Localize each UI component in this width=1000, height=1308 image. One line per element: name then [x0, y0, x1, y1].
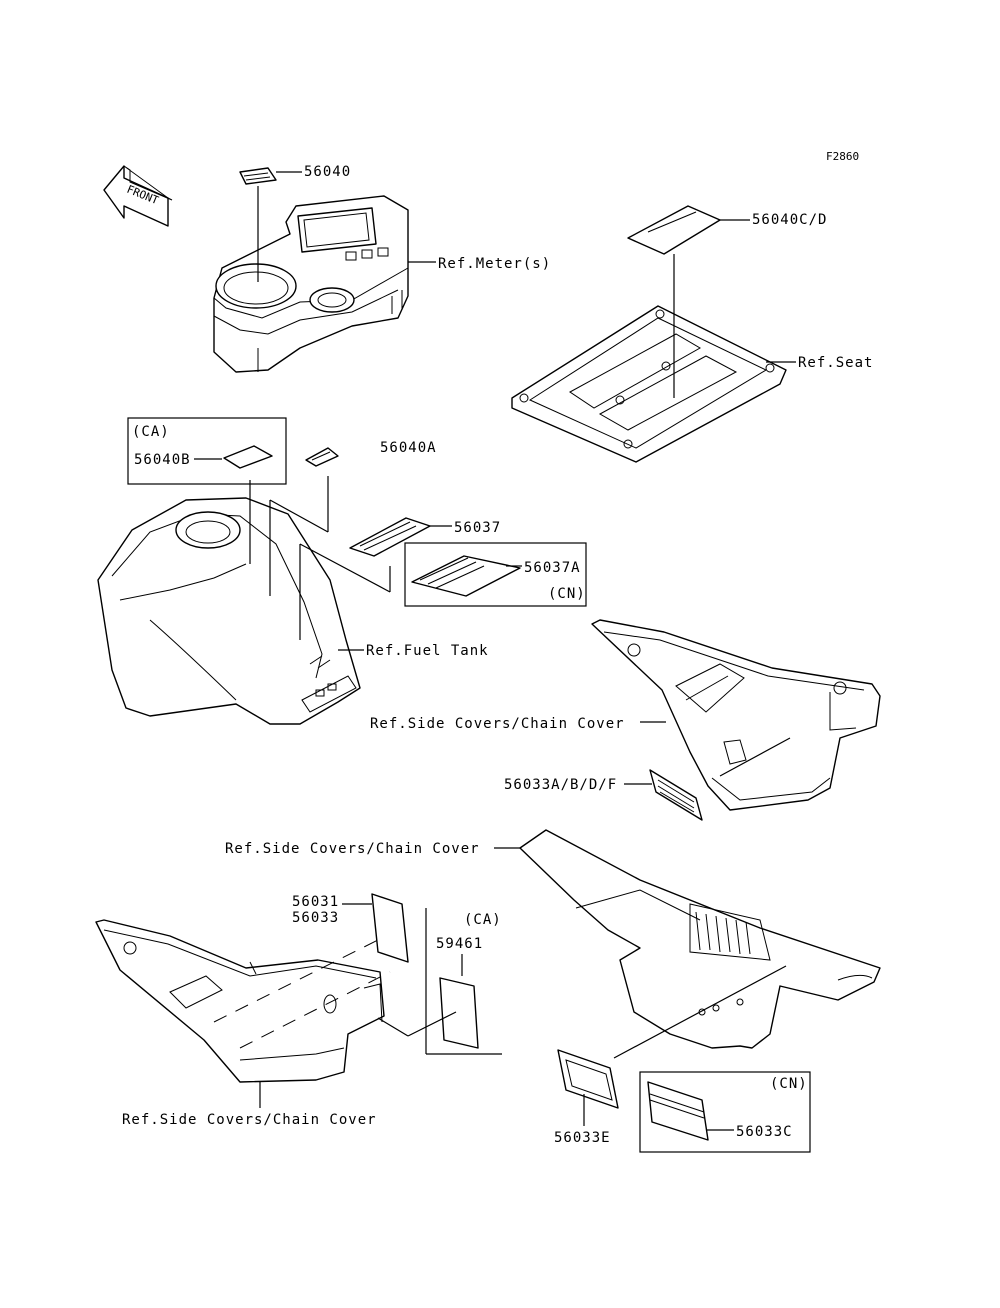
- label-ref-fuel-tank: Ref.Fuel Tank: [366, 643, 489, 659]
- label-59461: 59461: [436, 936, 483, 952]
- front-arrow-icon: FRONT: [103, 165, 173, 227]
- meter-assembly: [213, 167, 409, 373]
- decal-56040cd: [627, 205, 721, 255]
- decal-56040a: [305, 447, 339, 467]
- label-ref-seat: Ref.Seat: [798, 355, 873, 371]
- label-ca-bottom: (CA): [464, 912, 502, 928]
- cn-box-top: [404, 542, 587, 607]
- label-56031: 56031: [292, 894, 339, 910]
- label-ref-side-covers-1: Ref.Side Covers/Chain Cover: [370, 716, 625, 732]
- cn-box-bottom: [639, 1071, 811, 1153]
- label-56040a: 56040A: [380, 440, 437, 456]
- fuel-tank: [97, 497, 361, 725]
- label-56033e: 56033E: [554, 1130, 611, 1146]
- label-ca-top: (CA): [132, 424, 170, 440]
- left-side-cover: [95, 919, 385, 1083]
- label-56033abdf: 56033A/B/D/F: [504, 777, 617, 793]
- label-56033c: 56033C: [736, 1124, 793, 1140]
- label-ref-meter: Ref.Meter(s): [438, 256, 551, 272]
- right-side-cover: [591, 619, 881, 811]
- decal-56033abdf: [649, 769, 703, 821]
- label-56040b: 56040B: [134, 452, 191, 468]
- label-56033: 56033: [292, 910, 339, 926]
- decal-59461: [439, 977, 479, 1049]
- figure-code: F2860: [826, 150, 859, 163]
- label-cn-bottom: (CN): [770, 1076, 808, 1092]
- label-56037: 56037: [454, 520, 501, 536]
- decal-56040b: [223, 445, 273, 469]
- seat-base: [511, 205, 787, 463]
- label-56040cd: 56040C/D: [752, 212, 827, 228]
- decal-56037: [349, 517, 431, 557]
- label-cn-top: (CN): [548, 586, 586, 602]
- label-ref-side-covers-3: Ref.Side Covers/Chain Cover: [122, 1112, 377, 1128]
- decal-56037a: [411, 555, 521, 597]
- decal-56031-56033: [371, 893, 409, 963]
- label-ref-side-covers-2: Ref.Side Covers/Chain Cover: [225, 841, 480, 857]
- decal-56033e: [557, 1049, 619, 1109]
- label-56037a: 56037A: [524, 560, 581, 576]
- chain-cover: [519, 829, 881, 1049]
- decal-56033c: [647, 1081, 709, 1141]
- ca-box-top: [127, 417, 287, 485]
- label-56040: 56040: [304, 164, 351, 180]
